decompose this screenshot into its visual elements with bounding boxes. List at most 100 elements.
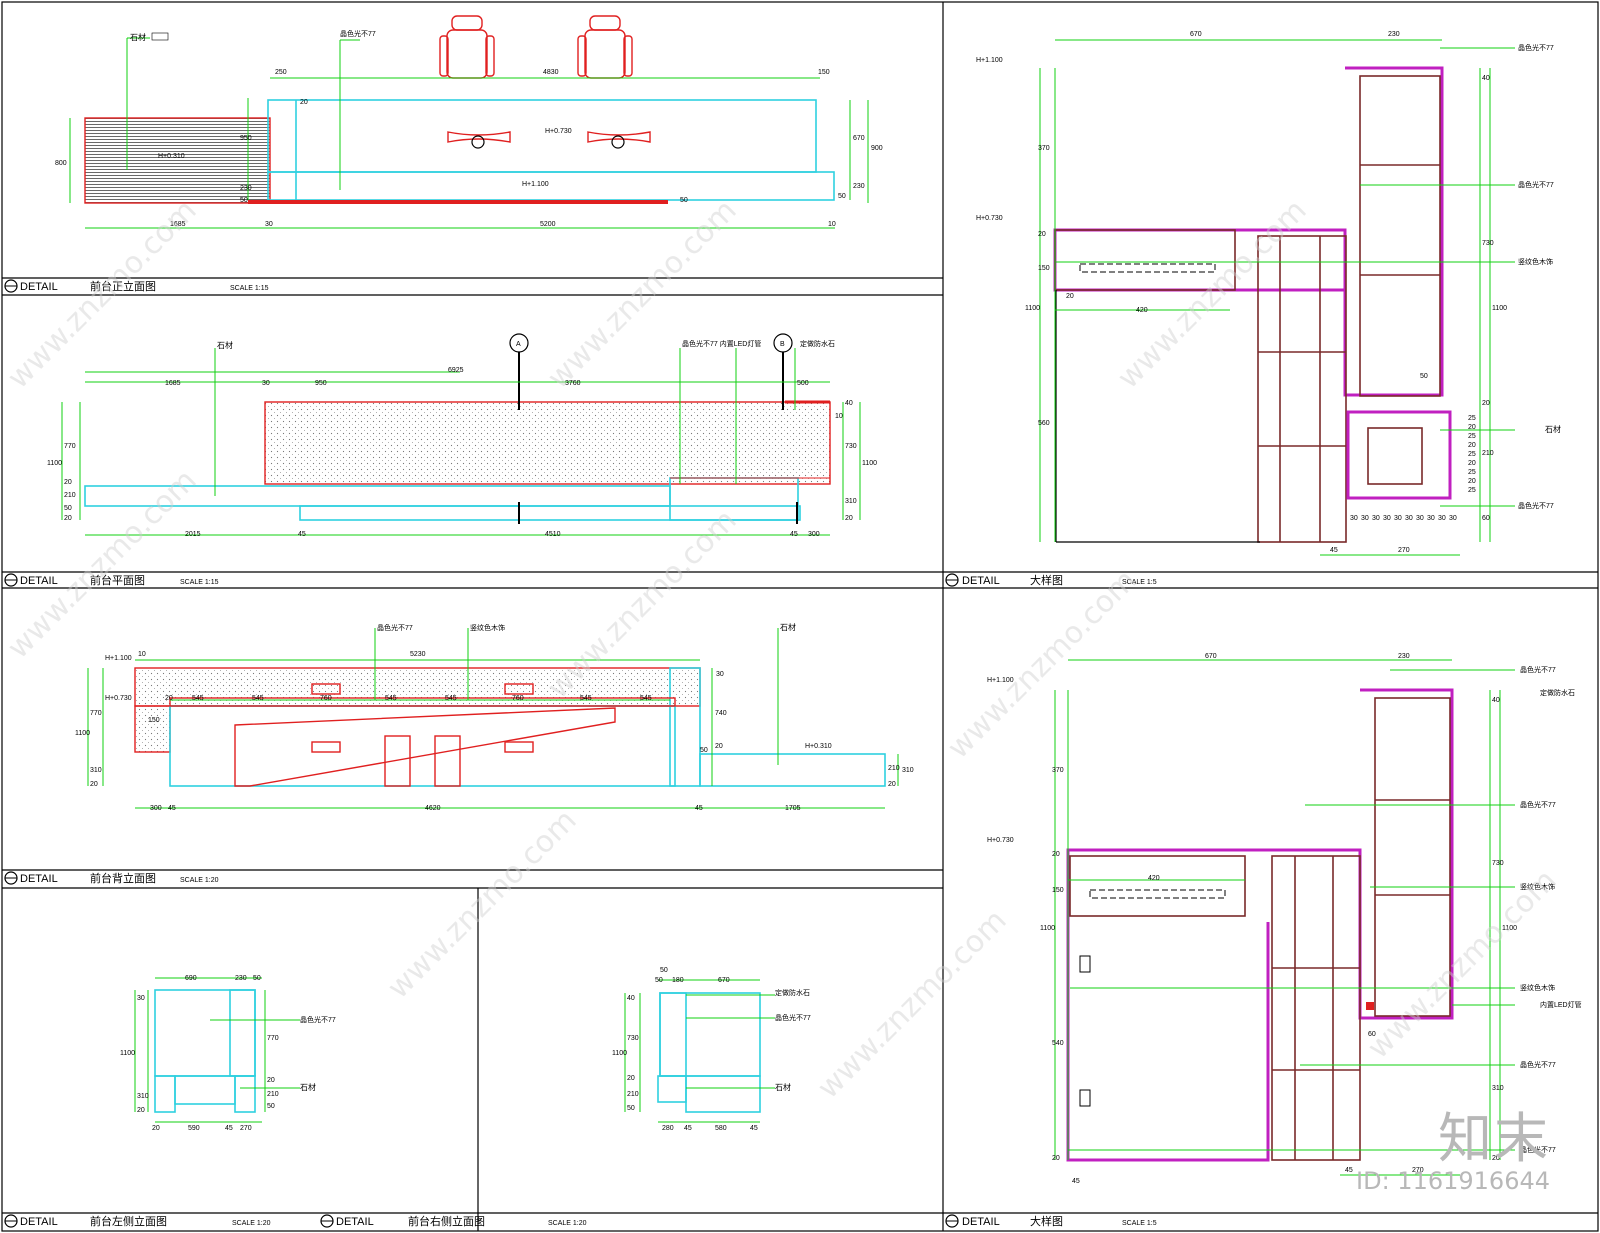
svg-text:www.znzmo.com: www.znzmo.com: [381, 803, 584, 1006]
svg-text:石材: 石材: [775, 1082, 791, 1092]
svg-text:545: 545: [640, 695, 652, 702]
svg-text:定做防水石: 定做防水石: [800, 339, 835, 348]
svg-text:950: 950: [315, 380, 327, 387]
svg-text:5200: 5200: [540, 221, 556, 228]
svg-text:230: 230: [1398, 653, 1410, 660]
svg-text:10: 10: [138, 651, 146, 658]
svg-text:1100: 1100: [1040, 925, 1055, 932]
svg-text:晶色光不77: 晶色光不77: [1520, 800, 1556, 809]
svg-text:20: 20: [888, 781, 896, 788]
svg-text:大样图: 大样图: [1030, 1214, 1063, 1228]
svg-text:1685: 1685: [165, 380, 181, 387]
svg-text:3760: 3760: [565, 380, 581, 387]
svg-text:2015: 2015: [185, 531, 201, 538]
svg-text:www.znzmo.com: www.znzmo.com: [1, 193, 204, 396]
svg-text:740: 740: [715, 710, 727, 717]
svg-text:560: 560: [1038, 420, 1050, 427]
counter-lower: [267, 171, 835, 201]
title-front-elevation: DETAIL 前台正立面图 SCALE 1:15: [4, 279, 269, 293]
svg-text:晶色光不77: 晶色光不77: [377, 623, 413, 632]
svg-text:前台正立面图: 前台正立面图: [90, 279, 156, 293]
svg-text:定做防水石: 定做防水石: [1540, 688, 1575, 697]
svg-text:DETAIL: DETAIL: [962, 1216, 1000, 1228]
svg-text:石材: 石材: [130, 32, 146, 42]
svg-text:20: 20: [64, 515, 72, 522]
svg-text:SCALE 1:5: SCALE 1:5: [1122, 1220, 1157, 1227]
svg-text:20: 20: [715, 743, 723, 750]
title-back-elevation: DETAIL 前台背立面图 SCALE 1:20: [4, 871, 219, 885]
svg-text:50: 50: [838, 193, 846, 200]
svg-text:20: 20: [1468, 424, 1476, 431]
svg-text:670: 670: [718, 977, 730, 984]
svg-text:1100: 1100: [1492, 305, 1507, 312]
svg-text:SCALE 1:15: SCALE 1:15: [180, 579, 219, 586]
svg-text:竖纹色木饰: 竖纹色木饰: [470, 623, 505, 632]
svg-text:H+0.730: H+0.730: [976, 215, 1003, 222]
right-side-drawing: 50 50 180 670 280 45 580 45 40 730 1100 …: [612, 967, 811, 1132]
svg-text:DETAIL: DETAIL: [20, 281, 58, 293]
svg-text:270: 270: [1412, 1167, 1424, 1174]
svg-text:30: 30: [265, 221, 273, 228]
svg-text:石材: 石材: [780, 622, 796, 632]
svg-text:770: 770: [90, 710, 102, 717]
svg-text:670: 670: [1205, 653, 1217, 660]
svg-text:www.znzmo.com: www.znzmo.com: [1, 463, 204, 666]
svg-text:晶色光不77: 晶色光不77: [775, 1013, 811, 1022]
svg-text:545: 545: [580, 695, 592, 702]
front-elevation-drawing: 250 4830 150 1685 30 5200 10 800 950 230…: [55, 15, 883, 229]
svg-text:45: 45: [750, 1125, 758, 1132]
svg-text:45: 45: [790, 531, 798, 538]
title-left-side: DETAIL 前台左侧立面图 SCALE 1:20: [4, 1214, 271, 1228]
svg-text:50: 50: [64, 505, 72, 512]
svg-text:30: 30: [137, 995, 145, 1002]
svg-text:SCALE 1:20: SCALE 1:20: [232, 1220, 271, 1227]
svg-text:150: 150: [1038, 265, 1050, 272]
svg-text:20: 20: [152, 1125, 160, 1132]
svg-text:60: 60: [1368, 1031, 1376, 1038]
svg-text:50: 50: [627, 1105, 635, 1112]
svg-text:670: 670: [1190, 31, 1202, 38]
detail-b-drawing: 670 230 370 20 150 1100 540 20 40 730 11…: [987, 653, 1582, 1185]
svg-text:1685: 1685: [170, 221, 186, 228]
svg-text:270: 270: [240, 1125, 252, 1132]
svg-text:前台左侧立面图: 前台左侧立面图: [90, 1214, 167, 1228]
svg-text:280: 280: [662, 1125, 674, 1132]
svg-text:545: 545: [385, 695, 397, 702]
svg-text:210: 210: [267, 1091, 279, 1098]
svg-text:晶色光不77: 晶色光不77: [1518, 501, 1554, 510]
title-detail-a: DETAIL 大样图 SCALE 1:5: [945, 573, 1157, 587]
svg-text:50: 50: [680, 197, 688, 204]
svg-text:50: 50: [655, 977, 663, 984]
svg-text:A: A: [516, 341, 521, 348]
brand-watermark: 知末 ID: 1161916644: [1356, 1111, 1550, 1196]
svg-text:30: 30: [262, 380, 270, 387]
svg-text:www.znzmo.com: www.znzmo.com: [1111, 193, 1314, 396]
svg-text:25: 25: [1468, 415, 1476, 422]
brand-id: ID: 1161916644: [1356, 1167, 1550, 1195]
svg-text:730: 730: [1492, 860, 1504, 867]
svg-text:20: 20: [300, 99, 308, 106]
svg-text:H+1.100: H+1.100: [976, 57, 1003, 64]
svg-text:50: 50: [253, 975, 261, 982]
svg-text:50: 50: [1420, 373, 1428, 380]
svg-text:50: 50: [240, 197, 248, 204]
svg-text:730: 730: [627, 1035, 639, 1042]
title-right-side: DETAIL 前台右侧立面图 SCALE 1:20: [320, 1214, 587, 1228]
svg-text:45: 45: [168, 805, 176, 812]
svg-text:晶色光不77: 晶色光不77: [1520, 1145, 1556, 1154]
svg-text:SCALE 1:15: SCALE 1:15: [230, 285, 269, 292]
svg-text:定做防水石: 定做防水石: [775, 988, 810, 997]
svg-text:H+0.310: H+0.310: [158, 153, 185, 160]
back-elevation-drawing: 10 5230 30 20 545 545 545 545 545 545 76…: [75, 622, 914, 812]
svg-text:前台平面图: 前台平面图: [90, 573, 145, 587]
svg-text:H+0.730: H+0.730: [987, 837, 1014, 844]
svg-text:30: 30: [1372, 515, 1380, 522]
svg-text:310: 310: [845, 498, 857, 505]
svg-text:1100: 1100: [1502, 925, 1517, 932]
svg-text:300: 300: [808, 531, 820, 538]
svg-text:150: 150: [148, 717, 160, 724]
svg-text:150: 150: [818, 69, 830, 76]
svg-text:20: 20: [1468, 442, 1476, 449]
